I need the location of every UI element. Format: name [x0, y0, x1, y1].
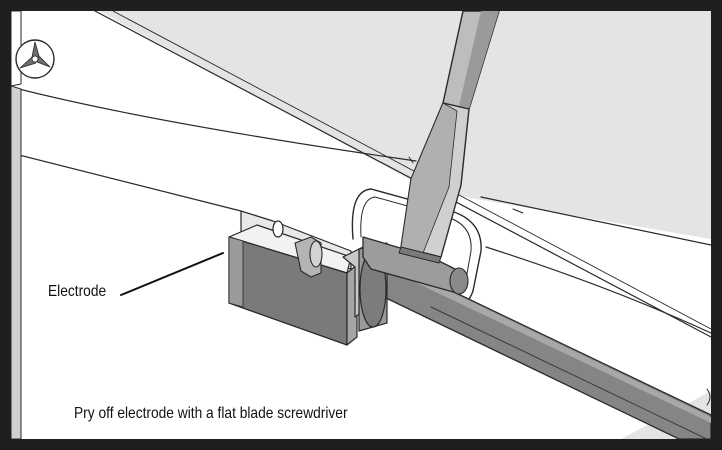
band-right-top — [480, 196, 711, 246]
band-top-line — [11, 86, 417, 162]
screwdriver-shaft-shade — [459, 11, 499, 109]
seam-tick-2 — [512, 208, 524, 214]
upper-seam-line — [112, 11, 711, 330]
edge-mark — [706, 388, 711, 406]
callout-leader-line — [120, 252, 224, 296]
seam-tick-1 — [408, 156, 414, 164]
impeller-icon — [15, 39, 55, 79]
left-wall — [11, 85, 22, 439]
electrode-hole — [272, 220, 284, 238]
band-right-lower — [485, 246, 711, 334]
screwdriver-tip — [398, 246, 442, 264]
callout-electrode-label: Electrode — [48, 283, 107, 300]
instruction-caption: Pry off electrode with a flat blade scre… — [74, 405, 348, 422]
electrode-pin-end — [309, 240, 323, 268]
clip-saddle-end — [449, 267, 469, 295]
rod-shadow-line — [430, 306, 708, 439]
band-lower-line — [11, 152, 242, 212]
rod-highlight — [379, 259, 711, 423]
electrode-front-highlight — [228, 236, 244, 308]
upper-edge-line — [94, 11, 711, 338]
illustration — [11, 11, 711, 439]
